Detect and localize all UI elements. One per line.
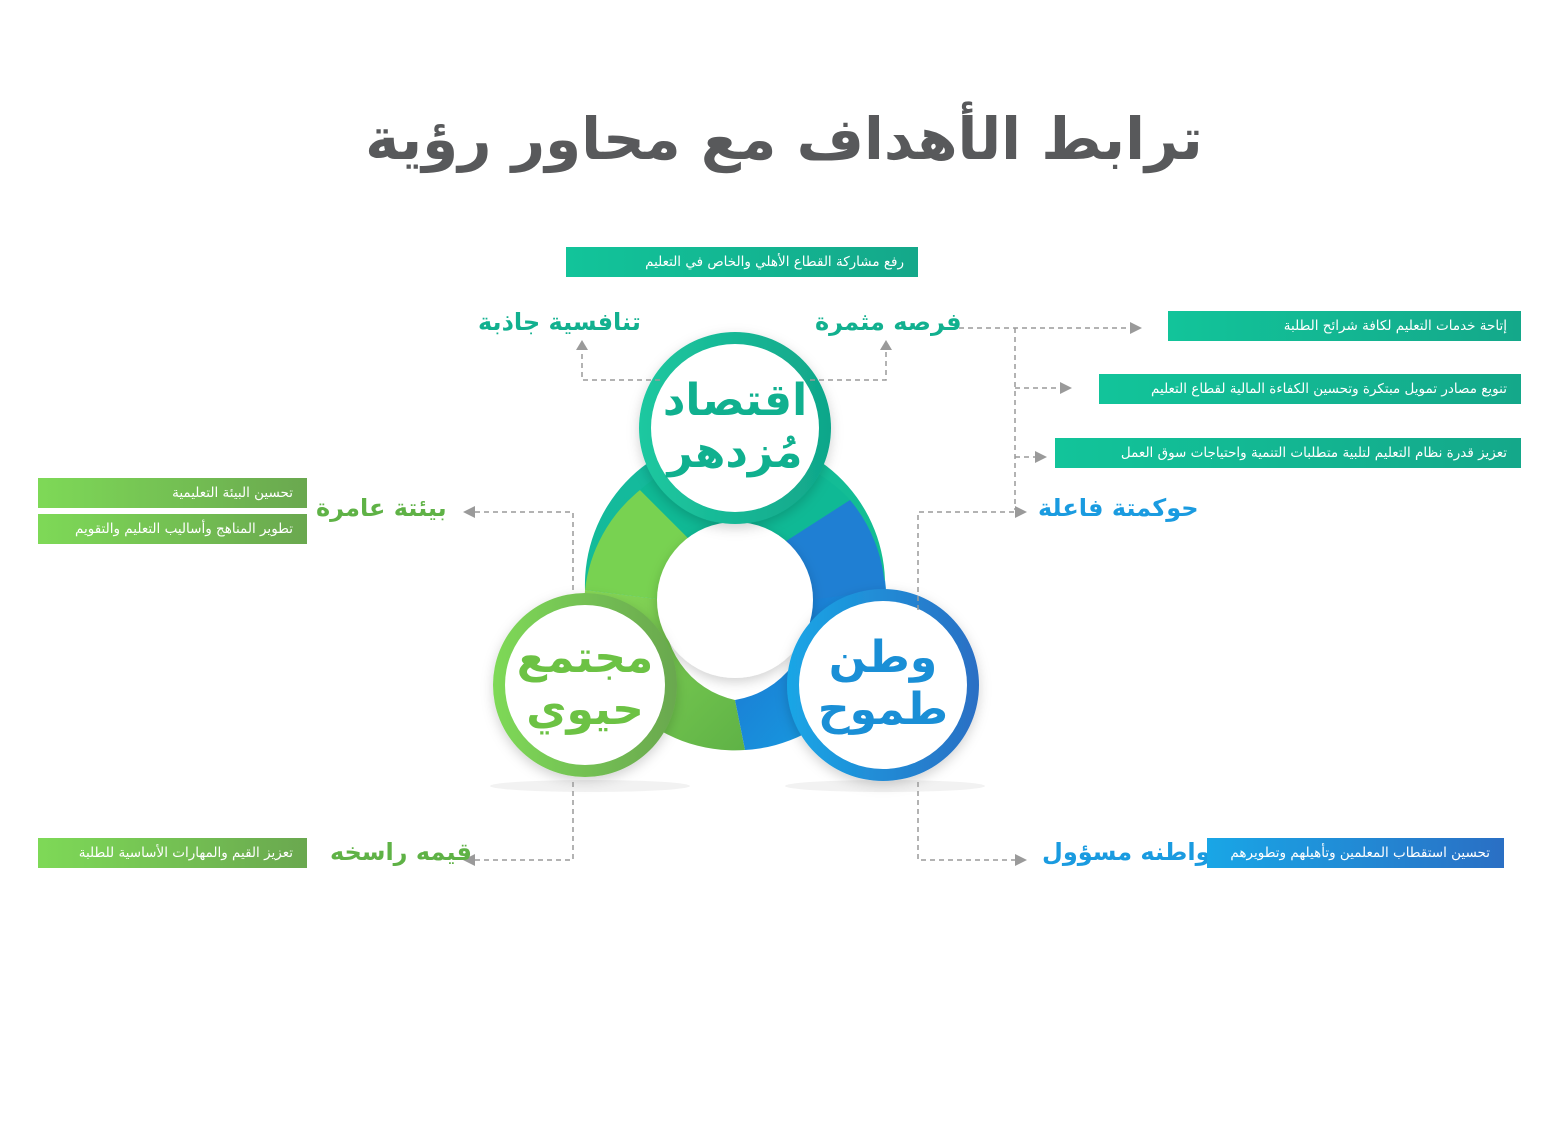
objective-teachers: تحسين استقطاب المعلمين وتأهيلهم وتطويرهم: [1207, 838, 1504, 868]
theme-environment: بيئتة عامرة: [316, 494, 447, 522]
objective-curricula: تطوير المناهج وأساليب التعليم والتقويم: [38, 514, 307, 544]
theme-citizen: مواطنه مسؤول: [1042, 838, 1226, 866]
pillar-economy-line2: مُزدهر: [667, 427, 803, 478]
pillar-society-line1: مجتمع: [516, 632, 654, 683]
arrowheads: [463, 322, 1142, 866]
pillar-society-circle: [490, 593, 690, 792]
objective-access: إتاحة خدمات التعليم لكافة شرائح الطلبة: [1168, 311, 1521, 341]
objective-learning-env: تحسين البيئة التعليمية: [38, 478, 307, 508]
pillar-society-text: مجتمع حيوي: [505, 632, 665, 736]
page-title: ترابط الأهداف مع محاور رؤية: [365, 105, 1204, 173]
pillar-nation-text: وطن طموح: [803, 632, 963, 736]
arrow-left-icon: [463, 854, 475, 866]
arrow-right-icon: [1035, 451, 1047, 463]
arrow-left-icon: [463, 506, 475, 518]
arrow-right-icon: [1130, 322, 1142, 334]
pillar-economy-text: اقتصاد مُزدهر: [655, 375, 815, 479]
objective-private-sector: رفع مشاركة القطاع الأهلي والخاص في التعل…: [566, 247, 918, 277]
pillar-society-line2: حيوي: [526, 684, 644, 735]
pillar-economy-circle: [639, 332, 831, 524]
arrow-right-icon: [1015, 854, 1027, 866]
pillar-nation-line1: وطن: [828, 632, 938, 683]
arrow-right-icon: [1015, 506, 1027, 518]
arrow-up-icon: [880, 340, 892, 350]
theme-governance: حوكمتة فاعلة: [1038, 494, 1199, 522]
objective-labor-market: تعزيز قدرة نظام التعليم لتلبية متطلبات ا…: [1055, 438, 1521, 468]
connectors: [475, 327, 1130, 861]
pillar-nation-circle: [785, 589, 985, 792]
pillar-economy-line1: اقتصاد: [662, 375, 808, 426]
arrow-up-icon: [576, 340, 588, 350]
theme-opportunities: فرصه مثمرة: [815, 308, 962, 336]
theme-competitiveness: تنافسية جاذبة: [478, 308, 641, 336]
objective-funding: تنويع مصادر تمويل مبتكرة وتحسين الكفاءة …: [1099, 374, 1521, 404]
arrow-right-icon: [1060, 382, 1072, 394]
theme-values: قيمه راسخه: [330, 838, 473, 866]
pillar-nation-line2: طموح: [817, 684, 949, 735]
ring-center: [657, 522, 813, 678]
objective-values-skills: تعزيز القيم والمهارات الأساسية للطلبة: [38, 838, 307, 868]
